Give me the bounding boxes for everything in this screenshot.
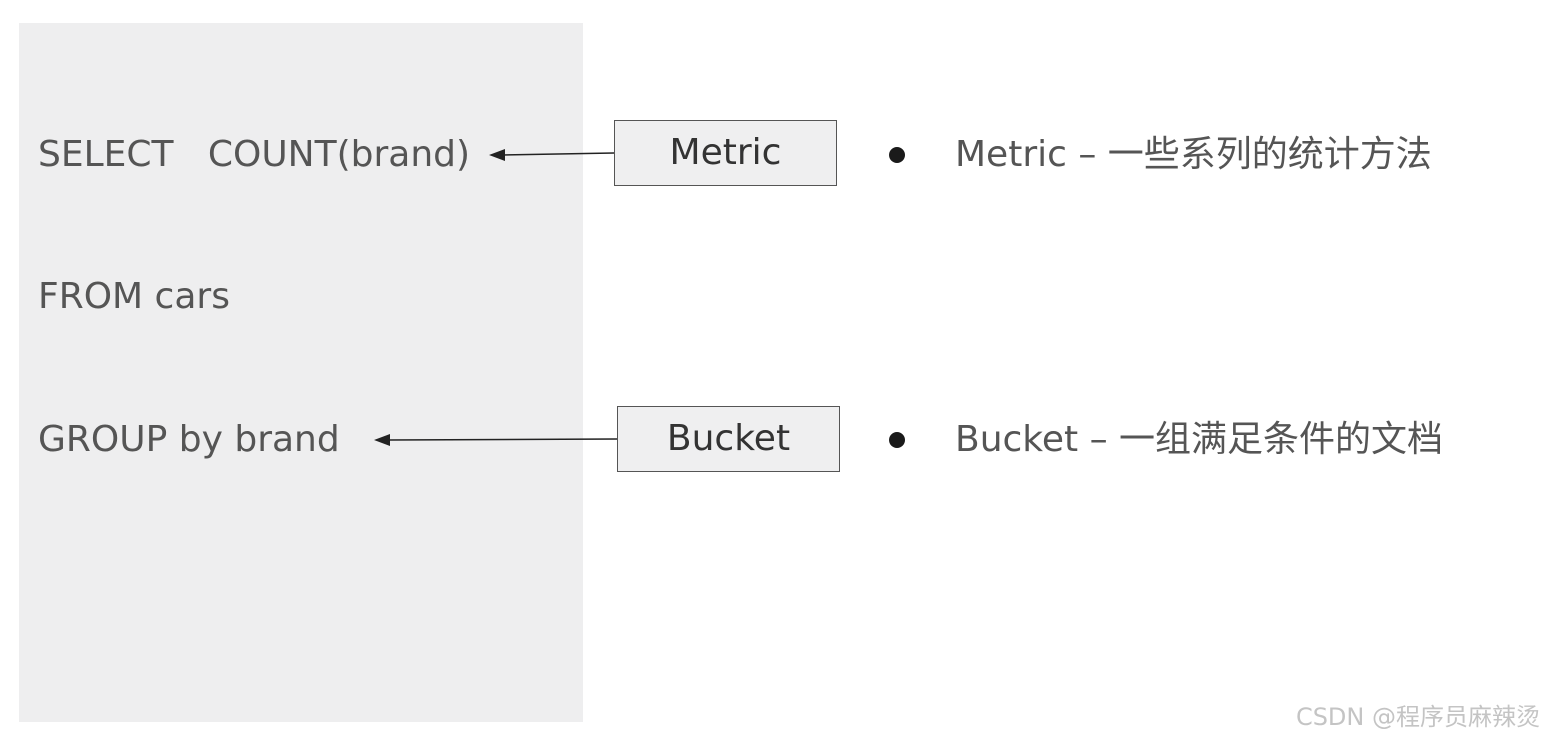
sql-select-line: SELECT COUNT(brand) bbox=[38, 134, 471, 175]
sql-from-line: FROM cars bbox=[38, 276, 230, 317]
bullet-icon bbox=[889, 147, 905, 163]
metric-description: Metric – 一些系列的统计方法 bbox=[955, 134, 1432, 175]
bucket-box: Bucket bbox=[617, 406, 840, 472]
metric-arrow-head bbox=[489, 149, 505, 161]
bucket-arrow-head bbox=[374, 434, 390, 446]
sql-panel bbox=[19, 23, 583, 722]
bucket-arrow-line bbox=[387, 438, 618, 441]
sql-group-line: GROUP by brand bbox=[38, 419, 340, 460]
metric-arrow-line bbox=[501, 152, 615, 156]
metric-box: Metric bbox=[614, 120, 837, 186]
bucket-description: Bucket – 一组满足条件的文档 bbox=[955, 419, 1444, 460]
watermark: CSDN @程序员麻辣烫 bbox=[1295, 703, 1540, 731]
bullet-icon bbox=[889, 432, 905, 448]
